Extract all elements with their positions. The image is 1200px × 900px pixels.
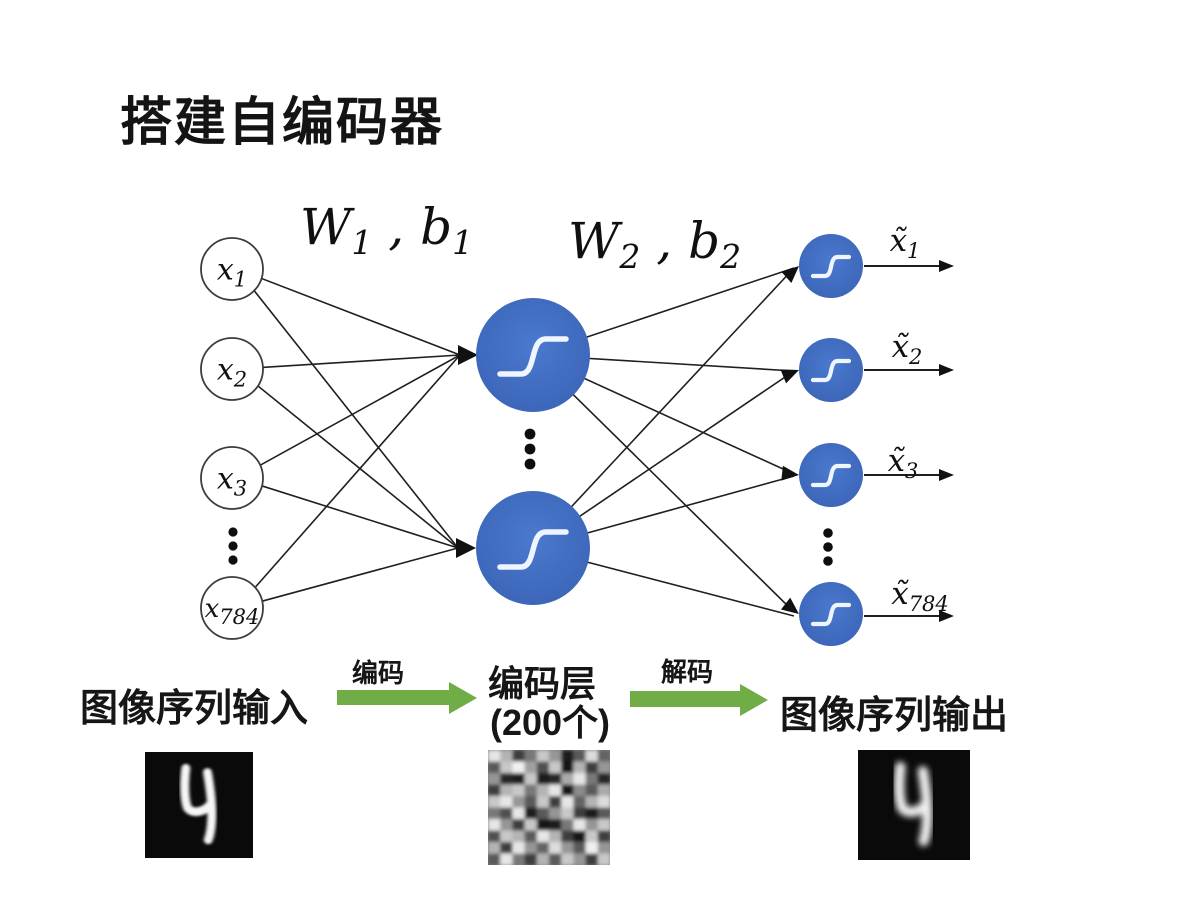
output-node-label-x1: x̃1: [889, 223, 921, 263]
input-node-label-x784: x784: [204, 594, 260, 629]
input-node-label-x2: x2: [216, 352, 248, 392]
decode-label: 解码: [661, 657, 714, 687]
input-digit-image: [145, 752, 253, 858]
encoder-connection-lines: [236, 268, 461, 609]
encoder-arrowheads: [456, 345, 478, 558]
output-caption: 图像序列输出: [780, 695, 1009, 737]
decode-arrow: [630, 684, 768, 716]
noise-grid: [488, 750, 610, 865]
vertical-ellipsis-dots: [228, 428, 833, 566]
hidden-layer-nodes: [476, 298, 590, 605]
input-caption: 图像序列输入: [80, 688, 309, 730]
input-layer-nodes: [200, 237, 264, 640]
output-node-label-x2: x̃2: [891, 329, 923, 369]
output-node-label-x784: x̃784: [891, 576, 949, 616]
sigmoid-icon: [810, 254, 852, 627]
digit-4-strokes: [180, 763, 217, 845]
output-digit-image: [858, 750, 970, 860]
decoder-arrowheads: [780, 266, 799, 614]
weights-label-1: W1 , b1: [300, 198, 474, 262]
weights-label-2: W2 , b2: [568, 212, 742, 276]
input-node-label-x3: x3: [216, 461, 248, 501]
sigmoid-icon: [497, 336, 569, 570]
output-layer-nodes: [799, 234, 863, 646]
page-title: 搭建自编码器: [120, 94, 445, 152]
output-arrows: [864, 260, 954, 622]
encode-label: 编码: [352, 658, 405, 688]
encode-arrow: [337, 682, 477, 714]
bottleneck-caption-line1: 编码层: [488, 663, 597, 704]
digit-4-strokes: [893, 761, 933, 847]
flow-arrows: [337, 682, 768, 716]
output-node-label-x3: x̃3: [887, 443, 919, 483]
encoded-noise-image: [488, 750, 610, 865]
bottleneck-caption-line2: (200个): [490, 702, 611, 743]
input-node-label-x1: x1: [216, 252, 248, 292]
